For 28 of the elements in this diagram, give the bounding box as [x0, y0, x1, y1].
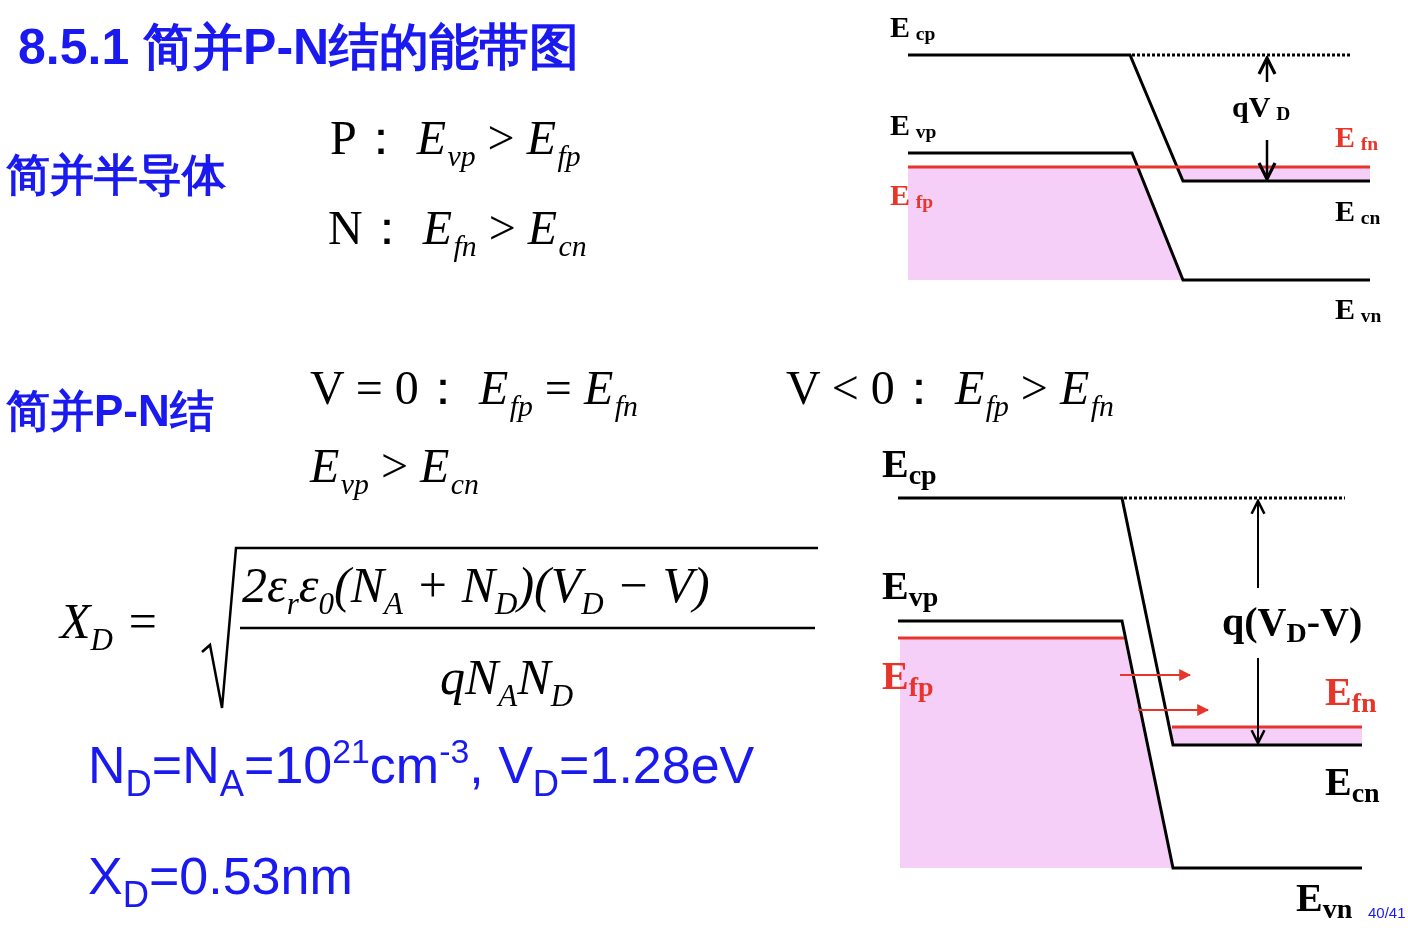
parameter-values: N$_{D}$=N$_{A}$=10$^{21}$cm$^{-3}$, V$_{D}$=1.28eV [88, 732, 755, 805]
result-value: X$_{D}$=0.53nm [88, 846, 353, 916]
dimension-label: q(V$_{D}$-V) [1222, 598, 1363, 649]
band-label: E$_{cp}$ [890, 10, 936, 45]
formula: X$_{D}$ = [60, 592, 160, 659]
formula: P： E$_{vp}$ > E$_{fp}$ [330, 110, 581, 173]
band-label: E$_{cn}$ [1335, 194, 1381, 229]
formula-numerator: 2ε$_{r}$ε$_{0}$(N$_{A}$ + N$_{D}$)(V$_{D}$ − V) [242, 556, 710, 623]
dimension-label: qV$_{D}$ [1232, 90, 1291, 125]
section-heading: 简并P-N结 [6, 385, 214, 437]
fermi-level-label: E$_{fp}$ [882, 652, 934, 703]
page-number: 40/41 [1368, 904, 1406, 921]
fermi-level-label: E$_{fp}$ [890, 178, 934, 213]
fermi-level-label: E$_{fn}$ [1335, 120, 1379, 155]
band-label: E$_{cp}$ [882, 440, 937, 491]
slide-title: 8.5.1 简并P-N结的能带图 [18, 18, 580, 77]
fermi-level-label: E$_{fn}$ [1325, 668, 1377, 719]
band-label: E$_{vp}$ [882, 562, 939, 613]
formula: E$_{vp}$ > E$_{cn}$ [310, 438, 479, 501]
formula: V = 0： E$_{fp}$ = E$_{fn}$ [310, 360, 638, 423]
band-label: E$_{cn}$ [1325, 758, 1380, 809]
formula-denominator: qN$_{A}$N$_{D}$ [440, 648, 574, 715]
band-label: E$_{vn}$ [1296, 874, 1353, 925]
formula: V < 0： E$_{fp}$ > E$_{fn}$ [786, 360, 1114, 423]
band-label: E$_{vp}$ [890, 108, 937, 143]
formula: N： E$_{fn}$ > E$_{cn}$ [328, 200, 587, 263]
section-heading: 简并半导体 [6, 149, 226, 201]
band-label: E$_{vn}$ [1335, 292, 1382, 327]
